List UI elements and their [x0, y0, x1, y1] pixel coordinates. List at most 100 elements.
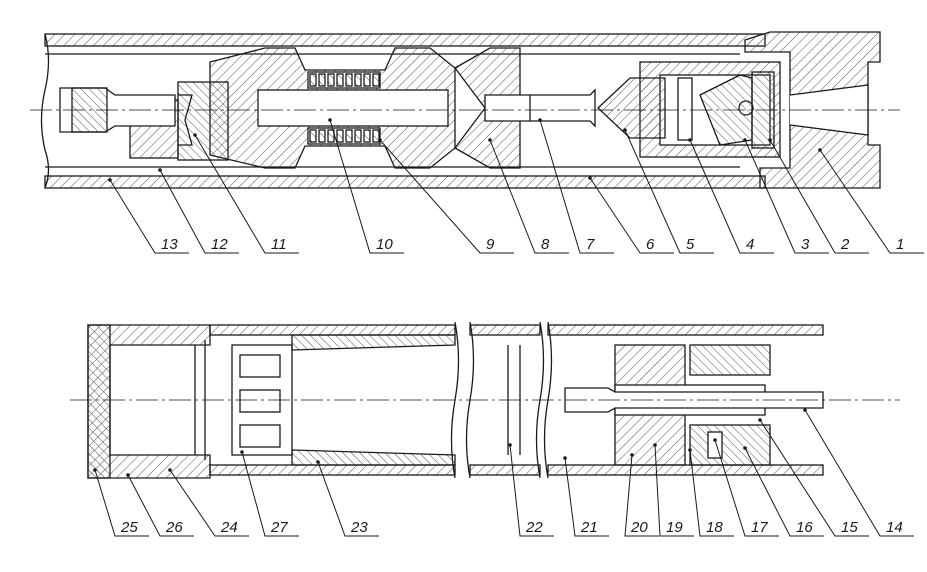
top-leader-lines	[108, 118, 924, 254]
part-14-tube	[564, 387, 824, 413]
bottom-leader-dot-18	[688, 448, 692, 452]
top-leader-6	[589, 177, 674, 254]
bottom-leader-dot-17	[713, 438, 717, 442]
top-leader-dot-11	[193, 133, 197, 137]
top-assembly	[30, 31, 900, 189]
top-leader-dot-12	[158, 168, 162, 172]
bottom-leader-23	[317, 461, 379, 537]
bottom-leader-lines	[93, 408, 914, 537]
bottom-label-20: 20	[630, 519, 648, 536]
bottom-leader-dot-20	[630, 453, 634, 457]
bottom-leader-21	[564, 457, 609, 537]
part-5-cone	[597, 77, 666, 139]
bottom-leader-24	[169, 469, 249, 537]
top-leader-dot-4	[688, 138, 692, 142]
top-leader-2	[769, 139, 869, 254]
bottom-leader-20	[624, 454, 659, 537]
bottom-leader-dot-16	[743, 446, 747, 450]
bottom-leader-dot-23	[316, 460, 320, 464]
top-leader-1	[819, 149, 924, 254]
top-leader-10	[329, 119, 404, 254]
top-leader-8	[489, 139, 569, 254]
top-label-4: 4	[746, 236, 754, 253]
top-leader-dot-8	[488, 138, 492, 142]
bottom-label-24: 24	[220, 519, 238, 536]
bottom-leader-15	[759, 419, 869, 537]
top-leader-12	[159, 169, 239, 254]
part-23-slip-bot	[291, 449, 456, 466]
bottom-label-25: 25	[120, 519, 138, 536]
part-16-ring	[689, 344, 771, 376]
bottom-label-22: 22	[525, 519, 543, 536]
top-leader-5	[624, 129, 714, 254]
top-leader-13	[109, 179, 189, 254]
bottom-label-23: 23	[350, 519, 368, 536]
top-leader-4	[689, 139, 774, 254]
part-15-ring	[689, 424, 771, 466]
bottom-leader-19	[654, 444, 694, 537]
bottom-leader-dot-27	[240, 450, 244, 454]
outer-pipe-bottom-seg1-top	[209, 324, 456, 336]
top-label-9: 9	[486, 236, 495, 253]
outer-pipe-bottom-wall	[44, 175, 766, 189]
top-label-13: 13	[161, 236, 178, 253]
top-label-12: 12	[211, 236, 228, 253]
bottom-leader-17	[714, 439, 779, 537]
bottom-leader-22	[509, 444, 554, 537]
bottom-label-27: 27	[270, 519, 288, 536]
bottom-leader-dot-14	[803, 408, 807, 412]
bottom-label-21: 21	[580, 519, 598, 536]
part-23-slip-top	[291, 334, 456, 351]
bottom-leader-dot-24	[168, 468, 172, 472]
top-label-3: 3	[801, 236, 810, 253]
top-leader-dot-6	[588, 176, 592, 180]
outer-pipe-top-wall	[44, 33, 766, 47]
bottom-leader-dot-25	[93, 468, 97, 472]
bottom-assembly	[70, 321, 900, 479]
top-label-1: 1	[896, 236, 904, 253]
bottom-label-18: 18	[706, 519, 723, 536]
top-leader-3	[744, 139, 829, 254]
bottom-leader-dot-22	[508, 443, 512, 447]
bottom-label-15: 15	[841, 519, 858, 536]
part-7-nozzle	[484, 88, 596, 128]
bottom-part-labels: 25 26 24 27 23 22 21 20 19 18 17 16 15 14	[120, 519, 903, 536]
bottom-leader-14	[804, 409, 914, 537]
part-10-spring	[307, 71, 381, 145]
top-leader-7	[539, 119, 614, 254]
top-leader-11	[194, 134, 299, 254]
bottom-leader-25	[94, 469, 149, 537]
top-label-2: 2	[840, 236, 850, 253]
top-leader-dot-2	[768, 138, 772, 142]
part-25-insert	[87, 324, 111, 479]
top-leader-dot-7	[538, 118, 542, 122]
bottom-label-19: 19	[666, 519, 683, 536]
bottom-leader-dot-21	[563, 456, 567, 460]
top-label-10: 10	[376, 236, 393, 253]
top-label-5: 5	[686, 236, 695, 253]
bottom-leader-27	[241, 451, 299, 537]
bottom-leader-dot-15	[758, 418, 762, 422]
break-line-left	[40, 33, 50, 189]
bottom-label-14: 14	[886, 519, 903, 536]
top-leader-dot-13	[108, 178, 112, 182]
bottom-leader-26	[127, 474, 194, 537]
top-leader-9	[379, 139, 514, 254]
top-leader-dot-5	[623, 128, 627, 132]
top-leader-dot-3	[743, 138, 747, 142]
bottom-leader-18	[689, 449, 734, 537]
bottom-leader-dot-26	[126, 473, 130, 477]
bottom-leader-16	[744, 447, 824, 537]
bottom-label-16: 16	[796, 519, 813, 536]
bottom-leader-dot-19	[653, 443, 657, 447]
bottom-label-17: 17	[751, 519, 768, 536]
top-label-7: 7	[586, 236, 595, 253]
top-label-6: 6	[646, 236, 655, 253]
top-leader-dot-9	[378, 138, 382, 142]
top-leader-dot-1	[818, 148, 822, 152]
bottom-label-26: 26	[165, 519, 183, 536]
top-label-8: 8	[541, 236, 550, 253]
